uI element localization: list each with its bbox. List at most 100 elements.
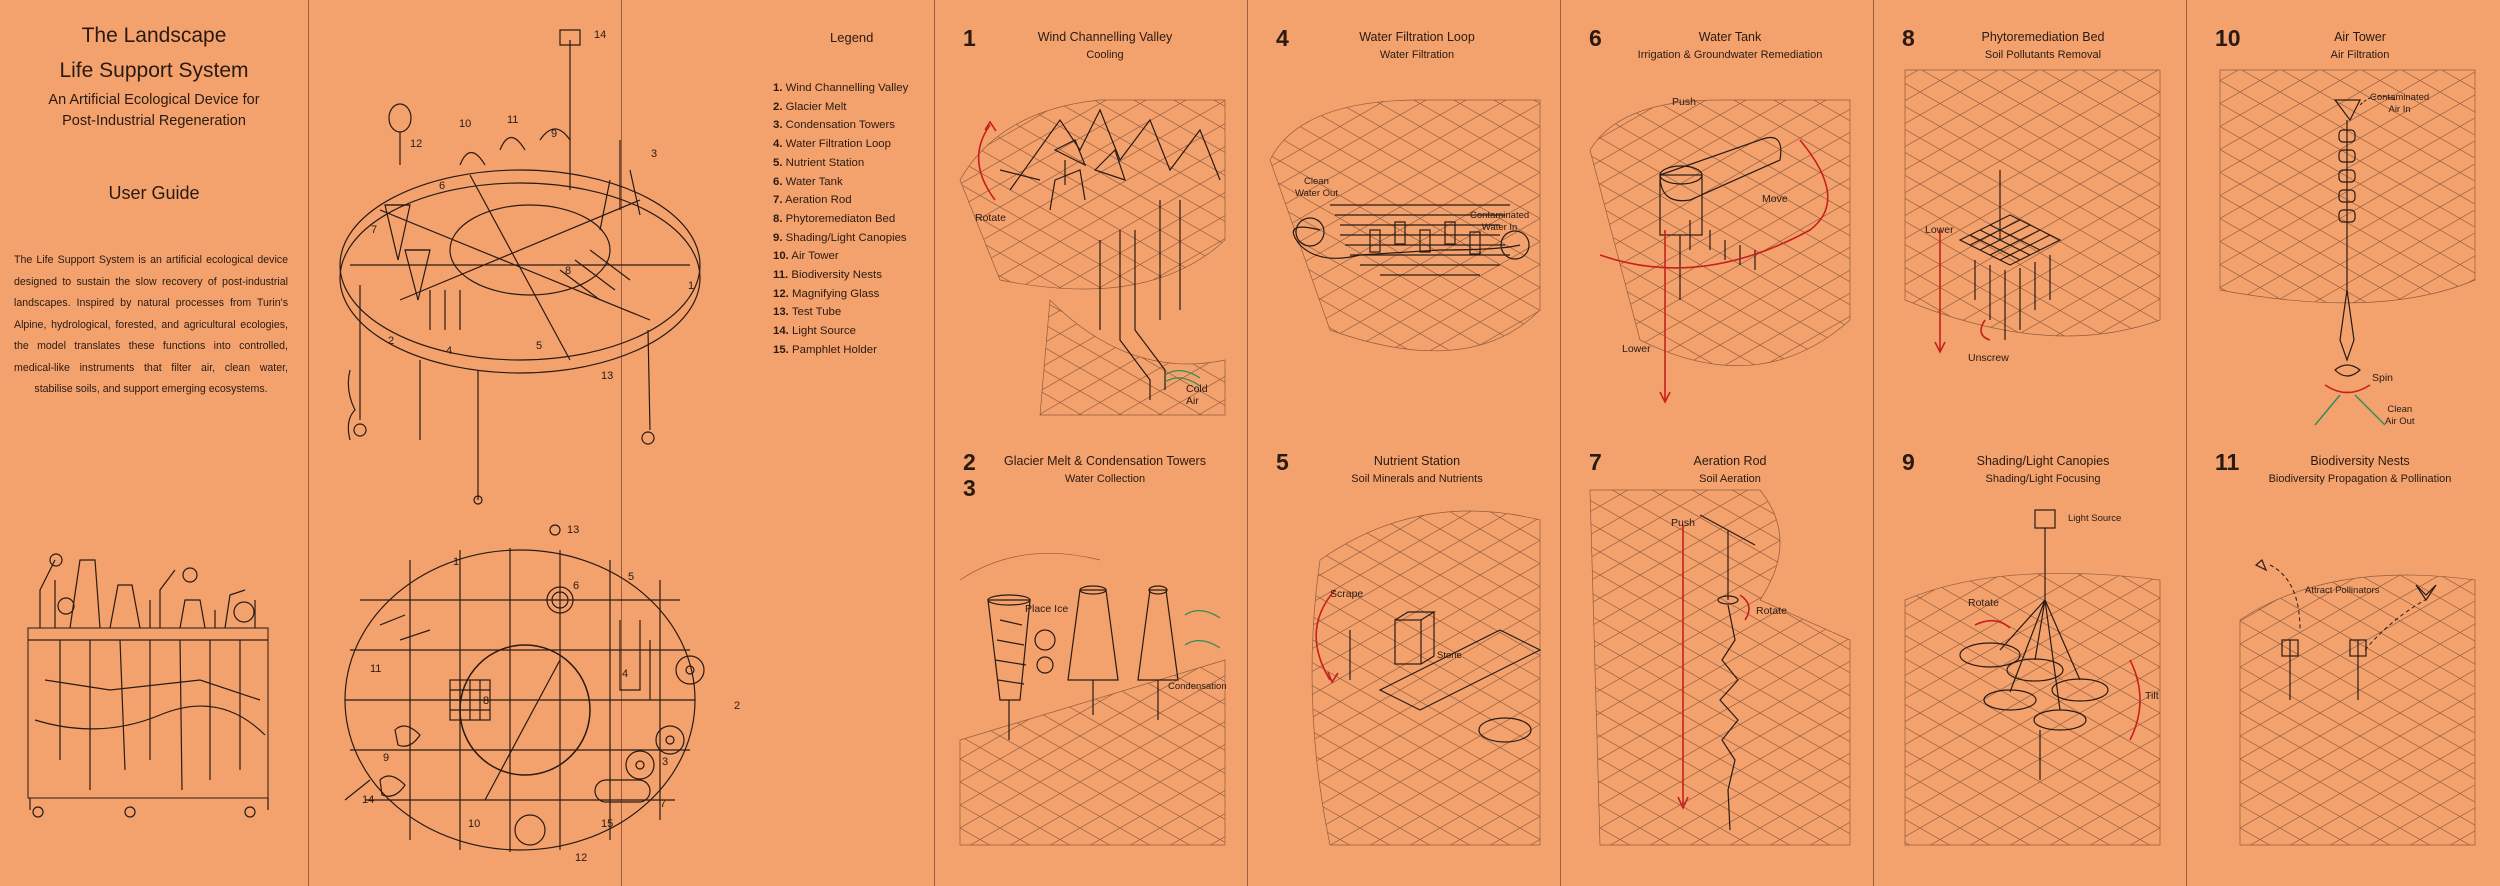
legend-title: Legend [830, 30, 874, 45]
plan-label-6: 6 [573, 580, 580, 592]
user-guide-heading: User Guide [108, 183, 200, 203]
label-push-rod: Push [1671, 517, 1695, 529]
cell-2-3-subtitle: Water Collection [1064, 473, 1146, 485]
plan-label-13: 13 [567, 524, 580, 536]
cell-6-subtitle: Irrigation & Groundwater Remediation [1637, 49, 1823, 61]
plan-label-2: 2 [734, 700, 741, 712]
axon-label-9: 9 [551, 128, 558, 140]
axon-label-11: 11 [507, 114, 519, 126]
cell-4-title: Water Filtration Loop [1359, 30, 1475, 44]
label-unscrew: Unscrew [1968, 352, 2009, 364]
label-air: Air [1186, 395, 1199, 407]
label-rotate: Rotate [975, 212, 1006, 224]
legend-item: 1. Wind Channelling Valley [773, 82, 909, 94]
cell-6-number: 6 [1589, 25, 1602, 51]
legend-item: 5. Nutrient Station [773, 156, 865, 169]
cell-9-title: Shading/Light Canopies [1976, 454, 2110, 468]
axon-label-8: 8 [565, 265, 572, 277]
axon-label-6: 6 [439, 180, 446, 192]
label-push: Push [1672, 96, 1696, 108]
legend-item: 8. Phytoremediaton Bed [773, 212, 896, 225]
plan-label-8: 8 [483, 695, 490, 707]
legend-item: 11. Biodiversity Nests [773, 269, 882, 282]
axon-label-3: 3 [651, 148, 658, 160]
label-light-source: Light Source [2068, 513, 2122, 524]
plan-label-11: 11 [370, 663, 382, 675]
panel-axon [309, 0, 622, 886]
axon-label-2: 2 [388, 335, 395, 347]
label-rotate-rod: Rotate [1756, 605, 1787, 617]
panel-cover [0, 0, 309, 886]
legend-item: 6. Water Tank [773, 175, 843, 188]
plan-label-14: 14 [362, 794, 375, 806]
cover-title: The Landscape Life Support System [0, 18, 308, 88]
plan-label-4: 4 [622, 668, 629, 680]
legend-item: 2. Glacier Melt [773, 100, 847, 113]
axon-label-5: 5 [536, 340, 543, 352]
cover-title-line2: Life Support System [59, 59, 249, 82]
cell-7-title: Aeration Rod [1693, 454, 1767, 468]
label-condensation: Condensation [1168, 681, 1227, 692]
panel-col-5 [2187, 0, 2500, 886]
plan-label-3: 3 [662, 756, 669, 768]
label-rotate-canopy: Rotate [1968, 597, 1999, 609]
legend-list: 1. Wind Channelling Valley 2. Glacier Me… [773, 79, 908, 360]
cell-3-number: 3 [963, 475, 976, 501]
panel-col-1 [935, 0, 1248, 886]
panel-legend [622, 0, 935, 886]
plan-label-15: 15 [601, 818, 614, 830]
cover-subtitle-line2: Post-Industrial Regeneration [62, 113, 246, 129]
label-cold: Cold [1186, 383, 1208, 395]
legend-item: 3. Condensation Towers [773, 119, 896, 132]
legend-item: 10. Air Tower [773, 250, 839, 263]
cell-5-title: Nutrient Station [1373, 454, 1461, 468]
cell-4-subtitle: Water Filtration [1379, 49, 1455, 61]
cell-2-3-title: Glacier Melt & Condensation Towers [1004, 454, 1206, 468]
panel-col-4 [1874, 0, 2187, 886]
cell-11-subtitle: Biodiversity Propagation & Pollination [2268, 473, 2452, 485]
cover-title-line1: The Landscape [81, 24, 227, 47]
label-attract-pollinators: Attract Pollinators [2305, 585, 2380, 596]
cell-10-title: Air Tower [2334, 30, 2386, 44]
cell-1-title: Wind Channelling Valley [1037, 30, 1173, 44]
intro-paragraph: The Life Support System is an artificial… [14, 254, 288, 395]
axon-label-14: 14 [594, 29, 607, 41]
label-tilt: Tilt [2145, 690, 2159, 702]
axon-label-10: 10 [459, 118, 472, 130]
plan-label-7: 7 [660, 798, 667, 810]
legend-item: 4. Water Filtration Loop [773, 138, 891, 151]
legend-item: 7. Aeration Rod [773, 194, 852, 207]
panel-col-3 [1561, 0, 1874, 886]
cell-8-subtitle: Soil Pollutants Removal [1984, 49, 2102, 61]
plan-label-10: 10 [468, 818, 481, 830]
cell-5-number: 5 [1276, 449, 1289, 475]
cell-2-number: 2 [963, 449, 976, 475]
label-spin: Spin [2372, 372, 2394, 384]
legend-item: 12. Magnifying Glass [773, 287, 880, 300]
label-stone: Stone [1437, 650, 1462, 661]
legend-item: 9. Shading/Light Canopies [773, 231, 907, 244]
axon-label-7: 7 [371, 224, 378, 236]
axon-label-13: 13 [601, 370, 614, 382]
cell-1-subtitle: Cooling [1086, 49, 1124, 61]
plan-label-9: 9 [383, 752, 390, 764]
axon-label-1: 1 [688, 280, 695, 292]
legend-item: 15. Pamphlet Holder [773, 343, 877, 356]
cell-10-number: 10 [2215, 25, 2241, 51]
legend-item: 14. Light Source [773, 325, 856, 338]
plan-label-12: 12 [575, 852, 588, 864]
cell-4-number: 4 [1276, 25, 1289, 51]
cell-9-number: 9 [1902, 449, 1915, 475]
cell-6-title: Water Tank [1698, 30, 1762, 44]
cell-9-subtitle: Shading/Light Focusing [1985, 473, 2101, 485]
legend-item: 13. Test Tube [773, 306, 842, 319]
plan-label-1: 1 [453, 556, 460, 568]
label-lower-phyto: Lower [1925, 224, 1954, 236]
cell-11-number: 11 [2215, 449, 2240, 475]
cell-8-number: 8 [1902, 25, 1915, 51]
cover-subtitle: An Artificial Ecological Device for Post… [0, 90, 308, 132]
cell-1-number: 1 [963, 25, 976, 51]
label-move: Move [1762, 193, 1788, 205]
